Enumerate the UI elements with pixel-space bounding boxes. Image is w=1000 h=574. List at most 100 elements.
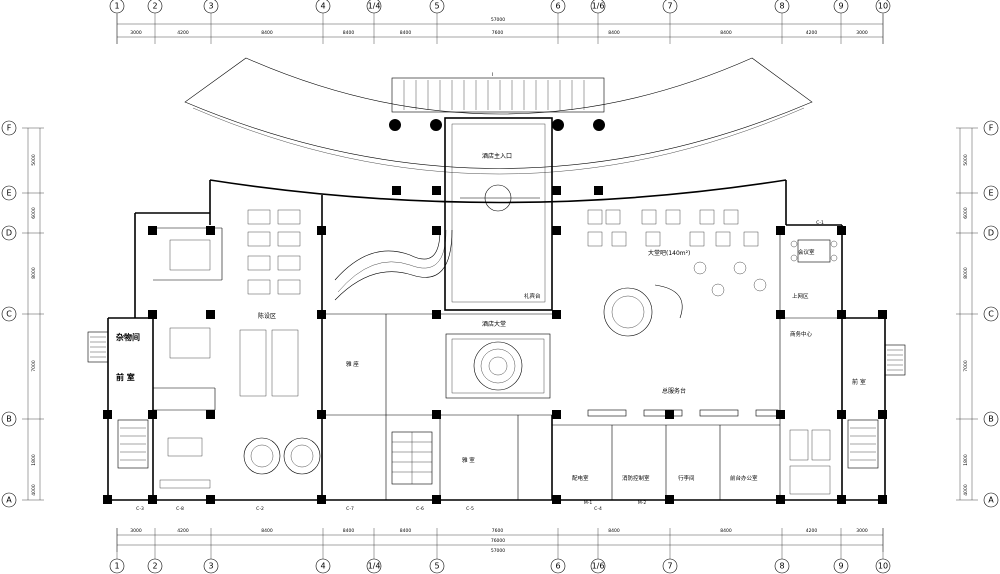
- right-segment-dimension: 6000: [963, 207, 969, 219]
- grid-row-right-bubble: [983, 185, 999, 201]
- grid-row-left-bubble: [1, 225, 17, 241]
- door-tag: C-4: [594, 506, 602, 512]
- lobby-bar-seating: [587, 209, 767, 297]
- grid-row-left-label: B: [6, 415, 12, 424]
- grid-col-top-label: 3: [208, 2, 213, 11]
- grid-col-top-label: 1: [114, 2, 119, 11]
- grid-col-bottom-label: 1: [114, 562, 119, 571]
- room-display-area: 陈设区: [258, 312, 276, 320]
- bottom-total-dimension: 76000: [491, 538, 505, 544]
- grid-col-bottom-bubble: [147, 558, 163, 574]
- grid-col-bottom-bubble: [315, 558, 331, 574]
- bottom-segment-dimension: 3000: [856, 528, 868, 534]
- grid-row-left-bubble: [1, 411, 17, 427]
- grand-stair: [334, 229, 453, 301]
- top-segment-dimension: 7600: [492, 30, 504, 36]
- bottom-segment-dimension: 8400: [261, 528, 273, 534]
- bottom-segment-dimension: 7600: [492, 528, 504, 534]
- door-tag: C-8: [176, 506, 184, 512]
- top-segment-dimension: 3000: [130, 30, 142, 36]
- grid-row-left-bubble: [1, 120, 17, 136]
- grid-col-top-label: 6: [555, 2, 560, 11]
- room-booth-top: 雅 座: [346, 360, 359, 368]
- room-electrical: 配电室: [572, 474, 589, 482]
- grid-col-bottom-label: 2: [152, 562, 157, 571]
- dining-tables: [159, 437, 321, 489]
- grid-col-bottom-label: 6: [555, 562, 560, 571]
- bottom-segment-dimension: 8400: [720, 528, 732, 534]
- room-lobby: 酒店大堂: [482, 320, 506, 328]
- grid-row-right-label: F: [989, 124, 994, 133]
- top-segment-dimension: 3000: [856, 30, 868, 36]
- entrance-portal: [444, 117, 553, 311]
- room-fire-control: 消防控制室: [622, 474, 650, 482]
- room-storage: 杂物间: [116, 332, 140, 342]
- grid-col-top-bubble: [315, 0, 331, 14]
- top-segment-dimension: 4200: [806, 30, 818, 36]
- top-segment-dimension: 8400: [400, 30, 412, 36]
- grid-row-left-label: C: [6, 310, 12, 319]
- grid-col-bottom-bubble: [366, 558, 382, 574]
- room-front-office: 前台办公室: [730, 474, 758, 482]
- grid-row-right-label: C: [988, 310, 994, 319]
- door-tag: C-5: [466, 506, 474, 512]
- grid-col-top-label: 7: [667, 2, 672, 11]
- grid-col-bottom-label: 1/4: [368, 562, 381, 571]
- grid-col-top-bubble: [429, 0, 445, 14]
- grid-col-bottom-bubble: [203, 558, 219, 574]
- bottom-segment-dimension: 4200: [806, 528, 818, 534]
- bottom-segment-dimension: 3000: [130, 528, 142, 534]
- top-segment-dimension: 4200: [177, 30, 189, 36]
- grid-col-top-bubble: [109, 0, 125, 14]
- grid-col-bottom-label: 5: [434, 562, 439, 571]
- right-segment-dimension: 7000: [963, 360, 969, 372]
- room-luggage: 行李间: [678, 474, 695, 482]
- bottom-segment-dimension: 4200: [177, 528, 189, 534]
- door-tag: C-2: [256, 506, 264, 512]
- room-meeting: 会议室: [798, 248, 815, 256]
- bottom-overall-dimension: 57000: [491, 548, 505, 554]
- left-segment-dimension: 7000: [31, 360, 37, 372]
- grid-col-bottom-bubble: [774, 558, 790, 574]
- grid-row-left-label: A: [6, 496, 12, 505]
- grid-col-bottom-label: 3: [208, 562, 213, 571]
- building-walls: [107, 179, 886, 501]
- grid-row-right-label: D: [988, 229, 994, 238]
- grid-row-right-label: E: [988, 189, 993, 198]
- grid-row-right-bubble: [983, 492, 999, 508]
- grid-row-right-label: B: [988, 415, 994, 424]
- room-concierge: 礼宾台: [524, 292, 541, 300]
- display-area-desks: [169, 209, 301, 397]
- lobby-medallion: [445, 333, 551, 399]
- room-anteroom-right: 前 室: [852, 378, 866, 386]
- right-segment-dimension: 1800: [963, 454, 969, 466]
- grid-col-bottom-label: 9: [838, 562, 843, 571]
- grid-col-top-bubble: [203, 0, 219, 14]
- grid-row-left-bubble: [1, 185, 17, 201]
- grid-col-bottom-bubble: [429, 558, 445, 574]
- canopy-columns: [389, 119, 605, 131]
- grid-col-top-bubble: [550, 0, 566, 14]
- bottom-segment-dimension: 8400: [400, 528, 412, 534]
- left-segment-dimension: 8000: [31, 267, 37, 279]
- right-segment-dimension: 4000: [963, 484, 969, 496]
- left-segment-dimension: 5000: [31, 154, 37, 166]
- grid-col-bottom-bubble: [109, 558, 125, 574]
- grid-col-top-bubble: [833, 0, 849, 14]
- top-segment-dimension: 8400: [261, 30, 273, 36]
- door-tag: M-1: [584, 500, 593, 506]
- grid-row-left-label: F: [7, 124, 12, 133]
- grid-col-top-bubble: [590, 0, 606, 14]
- room-front-desk: 总服务台: [662, 387, 686, 395]
- grid-row-right-bubble: [983, 120, 999, 136]
- grid-row-right-label: A: [988, 496, 994, 505]
- door-tag: C-7: [346, 506, 354, 512]
- grid-col-top-bubble: [366, 0, 382, 14]
- right-stair-wing: [847, 344, 906, 469]
- grid-col-top-label: 5: [434, 2, 439, 11]
- grid-col-top-bubble: [774, 0, 790, 14]
- grid-row-right-bubble: [983, 225, 999, 241]
- grid-row-right-bubble: [983, 411, 999, 427]
- room-main-entrance: 酒店主入口: [482, 152, 512, 160]
